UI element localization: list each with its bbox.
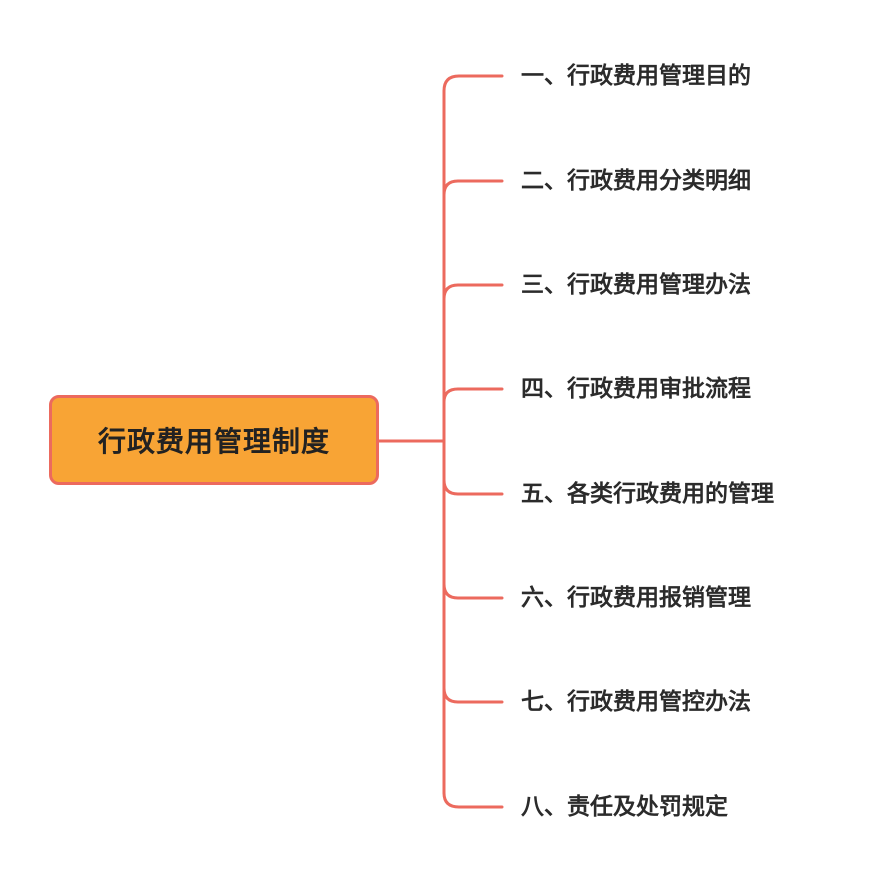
branch-topic-5[interactable]: 五、各类行政费用的管理	[521, 477, 774, 511]
root-topic[interactable]: 行政费用管理制度	[49, 395, 379, 485]
branch-topic-2[interactable]: 二、行政费用分类明细	[521, 164, 751, 198]
branch-topic-label: 三、行政费用管理办法	[521, 272, 751, 298]
branch-topic-7[interactable]: 七、行政费用管控办法	[521, 685, 751, 719]
branch-topic-8[interactable]: 八、责任及处罚规定	[521, 790, 728, 824]
branch-topic-label: 四、行政费用审批流程	[521, 376, 751, 402]
branch-connector-4	[442, 387, 504, 404]
branch-connector-7	[442, 686, 504, 704]
branch-connector-1	[442, 74, 504, 93]
branch-connector-3	[442, 283, 504, 301]
branch-topic-label: 七、行政费用管控办法	[521, 689, 751, 715]
branch-topic-label: 二、行政费用分类明细	[521, 168, 751, 194]
branch-topic-label: 一、行政费用管理目的	[521, 63, 751, 89]
branch-topic-1[interactable]: 一、行政费用管理目的	[521, 59, 751, 93]
branch-connector-6	[442, 582, 504, 600]
root-topic-label: 行政费用管理制度	[97, 425, 330, 458]
branch-topic-4[interactable]: 四、行政费用审批流程	[521, 372, 751, 406]
branch-connector-2	[442, 179, 504, 197]
branch-topic-label: 五、各类行政费用的管理	[521, 481, 774, 507]
branch-topic-label: 八、责任及处罚规定	[521, 794, 728, 820]
branch-topic-label: 六、行政费用报销管理	[521, 585, 751, 611]
branch-topic-6[interactable]: 六、行政费用报销管理	[521, 581, 751, 615]
branch-connector-5	[442, 478, 504, 496]
branch-connector-8	[442, 791, 504, 809]
branch-topic-3[interactable]: 三、行政费用管理办法	[521, 268, 751, 302]
